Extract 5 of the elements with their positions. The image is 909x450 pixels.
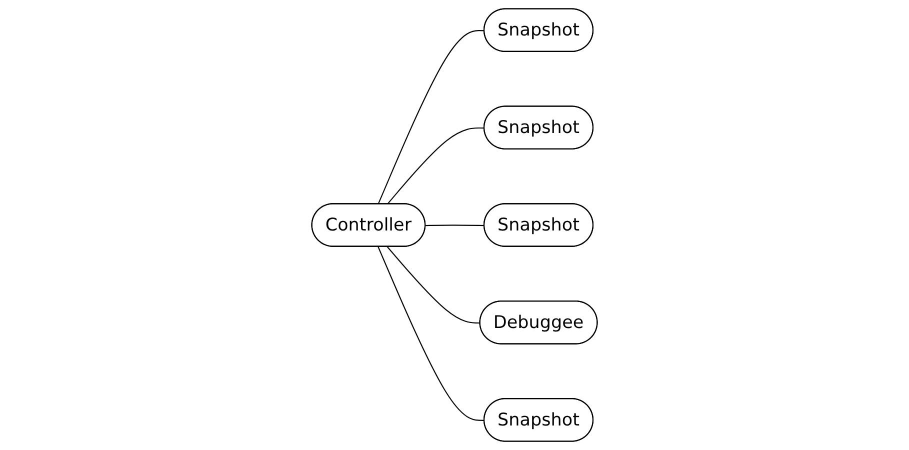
connector: [378, 30, 485, 204]
connector: [386, 127, 485, 205]
connector: [386, 246, 480, 324]
connector: [378, 246, 485, 421]
connector: [426, 224, 485, 226]
